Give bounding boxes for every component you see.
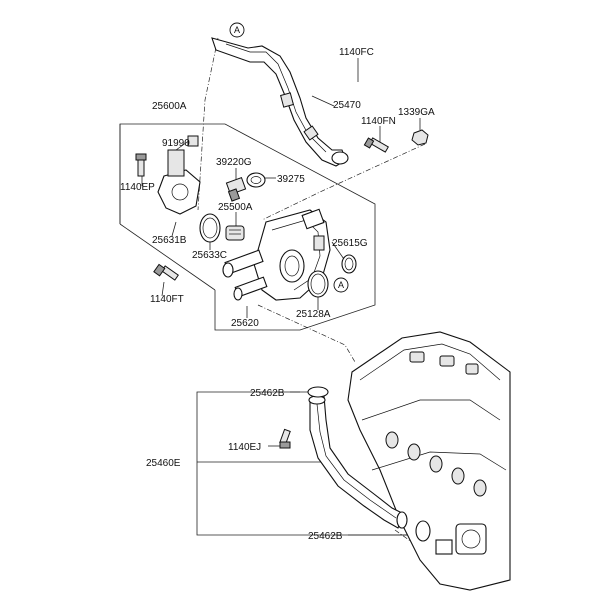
fitting-25620 (222, 208, 331, 301)
label-91990: 91990 (162, 138, 190, 149)
thermostat-cover (157, 135, 201, 215)
group-bracket-25600a (119, 123, 376, 331)
label-25631b: 25631B (152, 235, 187, 246)
engine-block (347, 331, 511, 591)
gasket-39275 (246, 172, 266, 188)
bolt-1140ep (135, 153, 147, 177)
label-25600a: 25600A (152, 101, 187, 112)
clamp-25462b-bottom (415, 520, 431, 542)
label-25470: 25470 (333, 100, 361, 111)
label-1140ep: 1140EP (120, 182, 155, 193)
oring-25128a (307, 270, 329, 298)
oring-25615g (341, 254, 357, 274)
label-1140ft: 1140FT (150, 294, 184, 305)
label-1140fn: 1140FN (361, 116, 396, 127)
callout-a-top-text: A (234, 25, 240, 35)
label-25462b-bottom: 25462B (308, 531, 343, 542)
label-1339ga: 1339GA (398, 107, 435, 118)
bolt-1140fn (363, 137, 389, 153)
sensor-39220g (225, 176, 247, 202)
callout-a-top: A (229, 22, 245, 38)
label-1140fc: 1140FC (339, 47, 374, 58)
upper-pipe-25470 (211, 37, 349, 167)
bolt-1140ej (279, 428, 291, 449)
thermostat-25500a (225, 225, 245, 241)
part-labels: 1140FC 25470 1339GA 1140FN 25600A 91990 … (120, 47, 435, 542)
label-25460e: 25460E (146, 458, 181, 469)
label-25462b-top: 25462B (250, 388, 285, 399)
label-1140ej: 1140EJ (228, 442, 261, 453)
group-bracket-25460e (196, 391, 418, 536)
callout-a-mid: A (333, 277, 349, 293)
label-25615g: 25615G (332, 238, 368, 249)
label-25620: 25620 (231, 318, 259, 329)
nut-1339ga (411, 129, 429, 146)
gasket-25633c (199, 213, 221, 243)
label-39220g: 39220G (216, 157, 252, 168)
bolt-1140ft (153, 263, 179, 281)
label-25500a: 25500A (218, 202, 253, 213)
label-25128a: 25128A (296, 309, 331, 320)
callout-a-mid-text: A (338, 280, 344, 290)
label-25633c: 25633C (192, 250, 227, 261)
hose-25460e (308, 395, 408, 529)
clamp-25462b-top (307, 386, 329, 398)
label-39275: 39275 (277, 174, 305, 185)
